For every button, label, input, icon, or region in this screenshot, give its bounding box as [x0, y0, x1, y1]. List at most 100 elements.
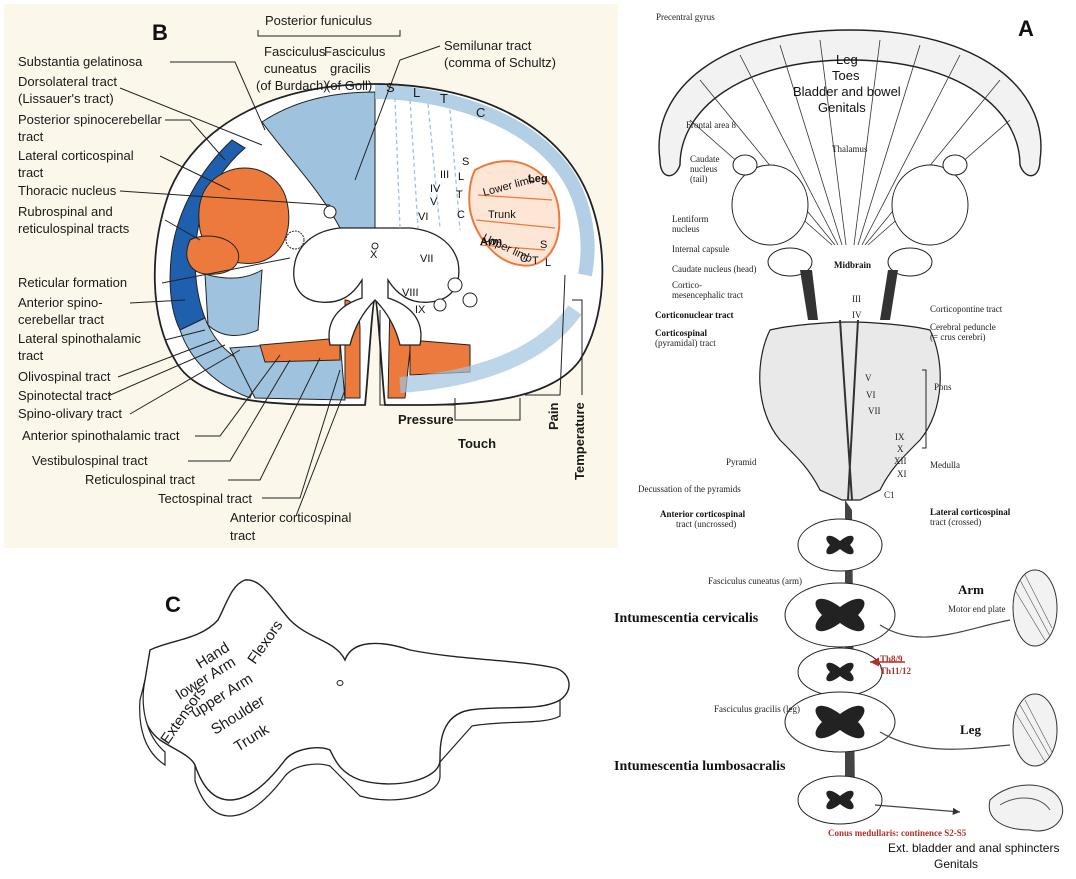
- a-pyramid: Pyramid: [726, 457, 757, 467]
- spinothalamic-band: [205, 270, 262, 335]
- left-label-9: Olivospinal tract: [18, 369, 111, 384]
- left-label-15: Tectospinal tract: [158, 491, 252, 506]
- nerve-vii: VII: [868, 406, 881, 416]
- semilunar-label-2: (comma of Schultz): [444, 55, 556, 70]
- a-fc-arm: Fasciculus cuneatus (arm): [708, 576, 802, 586]
- nerve-iii: III: [852, 294, 861, 304]
- left-label-2b: tract: [18, 129, 44, 144]
- temperature-label: Temperature: [572, 402, 587, 480]
- left-label-3b: tract: [18, 165, 44, 180]
- left-label-2a: Posterior spinocerebellar: [18, 112, 162, 127]
- somato-c: C: [520, 253, 528, 265]
- a-corticospinal-1: Corticospinal: [655, 328, 708, 338]
- rim-letter-t: T: [440, 91, 448, 106]
- a-th-1: Th8/9: [880, 654, 903, 664]
- a-corticonuclear: Corticonuclear tract: [655, 310, 734, 320]
- touch-label: Touch: [458, 436, 496, 451]
- a-corticospinal-2: (pyramidal) tract: [655, 338, 716, 348]
- left-label-16a: Anterior corticospinal: [230, 510, 351, 525]
- fg-label-2: gracilis: [330, 61, 371, 76]
- a-genitals: Genitals: [818, 100, 866, 115]
- a-pons: Pons: [934, 382, 952, 392]
- a-thalamus: Thalamus: [832, 144, 868, 154]
- left-lentiform: [732, 165, 808, 245]
- a-fg-leg: Fasciculus gracilis (leg): [714, 704, 800, 714]
- nucleus-dot-a: [448, 278, 462, 292]
- left-label-0: Substantia gelatinosa: [18, 54, 143, 69]
- thoracic-nucleus-dot: [324, 206, 336, 218]
- a-toes: Toes: [832, 68, 860, 83]
- a-decussation: Decussation of the pyramids: [638, 484, 741, 494]
- a-medulla: Medulla: [930, 460, 960, 470]
- a-conus: Conus medullaris: continence S2-S5: [828, 828, 967, 838]
- a-caudate-tail-2: nucleus: [690, 164, 718, 174]
- nerve-iv: IV: [852, 310, 862, 320]
- nerve-v: V: [865, 373, 872, 383]
- lamina-ix: IX: [415, 304, 426, 316]
- a-bottom-1: Ext. bladder and anal sphincters: [888, 841, 1059, 855]
- left-label-8a: Lateral spinothalamic: [18, 331, 141, 346]
- a-caudate-head: Caudate nucleus (head): [672, 264, 756, 274]
- a-intumescentia-cervicalis: Intumescentia cervicalis: [614, 611, 759, 626]
- rim-letter-c: C: [476, 105, 485, 120]
- somato-t: T: [532, 255, 539, 267]
- a-peduncle-1: Cerebral peduncle: [930, 322, 996, 332]
- panel-b: B: [4, 4, 618, 548]
- a-internal-capsule: Internal capsule: [672, 244, 729, 254]
- somato-l: L: [545, 257, 551, 269]
- a-lat-cs-2: tract (crossed): [930, 517, 981, 527]
- nerve-x: X: [897, 444, 904, 454]
- a-th-2: Th11/12: [880, 666, 912, 676]
- nerve-ix: IX: [895, 432, 905, 442]
- leg-muscle: [1013, 694, 1057, 766]
- semilunar-label-1: Semilunar tract: [444, 38, 532, 53]
- panel-b-letter: B: [152, 20, 168, 45]
- left-label-12: Anterior spinothalamic tract: [22, 428, 180, 443]
- a-leg: Leg: [836, 52, 858, 67]
- fc-label-3: (of Burdach): [256, 78, 328, 93]
- nerve-c1: C1: [884, 490, 895, 500]
- panel-a-letter: A: [1018, 16, 1034, 41]
- a-ant-cs-2: tract (uncrossed): [676, 519, 736, 529]
- lamina-viii: VIII: [402, 287, 419, 299]
- left-label-5a: Rubrospinal and: [18, 204, 113, 219]
- somato-left-s: S: [462, 156, 469, 168]
- a-motor-end-plate: Motor end plate: [948, 604, 1006, 614]
- panel-c-letter: C: [165, 592, 181, 617]
- a-frontal-area-8: Frontal area 8: [686, 120, 736, 130]
- left-label-7b: cerebellar tract: [18, 312, 104, 327]
- right-lentiform: [892, 165, 968, 245]
- left-label-11: Spino-olivary tract: [18, 406, 122, 421]
- lamina-iii: III: [440, 169, 449, 181]
- left-label-13: Vestibulospinal tract: [32, 453, 148, 468]
- a-peduncle-2: (= crus cerebri): [930, 332, 986, 342]
- nerve-vi: VI: [866, 390, 876, 400]
- left-caudate-tail: [733, 155, 757, 175]
- nerve-xii: XII: [894, 456, 907, 466]
- left-label-1a: Dorsolateral tract: [18, 74, 117, 89]
- a-arm: Arm: [958, 582, 984, 597]
- posterior-funiculus-label: Posterior funiculus: [265, 13, 372, 28]
- left-label-8b: tract: [18, 348, 44, 363]
- somato-s: S: [540, 239, 547, 251]
- fg-label-3: (of Goll): [326, 78, 372, 93]
- a-lentiform-1: Lentiform: [672, 214, 709, 224]
- fc-label-1: Fasciculus: [264, 44, 326, 59]
- rim-letter-s: S: [386, 80, 395, 95]
- a-bladder-bowel: Bladder and bowel: [793, 84, 901, 99]
- left-label-5b: reticulospinal tracts: [18, 221, 130, 236]
- a-lat-cs-1: Lateral corticospinal: [930, 507, 1011, 517]
- a-corticomes-2: mesencephalic tract: [672, 290, 744, 300]
- left-label-10: Spinotectal tract: [18, 388, 112, 403]
- left-label-16b: tract: [230, 528, 256, 543]
- left-label-1b: (Lissauer's tract): [18, 91, 114, 106]
- a-precentral-gyrus: Precentral gyrus: [656, 12, 715, 22]
- somato-left-l: L: [458, 171, 464, 183]
- a-intumescentia-lumbosacralis: Intumescentia lumbosacralis: [614, 759, 786, 774]
- left-label-7a: Anterior spino-: [18, 295, 103, 310]
- lamina-v: V: [430, 196, 438, 208]
- a-ant-cs-1: Anterior corticospinal: [660, 509, 746, 519]
- left-label-6: Reticular formation: [18, 275, 127, 290]
- fc-label-2: cuneatus: [264, 61, 317, 76]
